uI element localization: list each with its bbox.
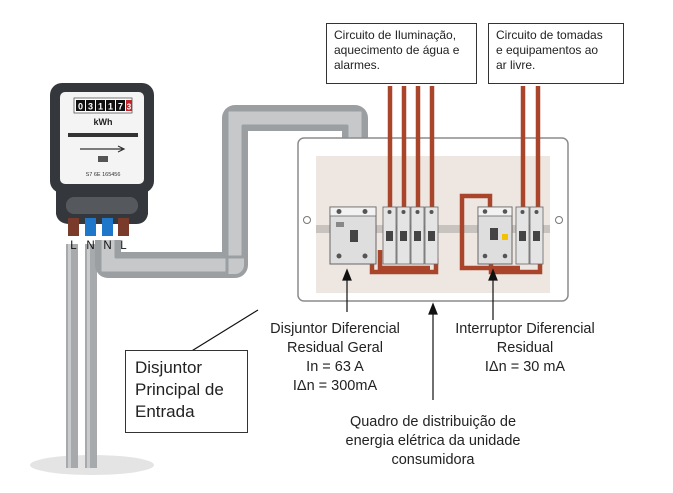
- service-cables: [66, 244, 97, 468]
- meter-serial: S7 6E 165456: [86, 172, 121, 178]
- meter-digit: 1: [108, 102, 113, 112]
- board-line: energia elétrica da unidade: [345, 433, 521, 449]
- outlets-circuit-callout: Circuito de tomadas e equipamentos ao ar…: [488, 23, 624, 84]
- general-rcbo-label: Disjuntor Diferencial Residual Geral In …: [250, 320, 420, 396]
- terminal-label: N: [103, 240, 111, 252]
- circuit-wires: [369, 86, 543, 275]
- terminal-label: N: [86, 240, 94, 252]
- terminal-label: L: [120, 240, 127, 252]
- meter-red-digit: 3: [127, 103, 132, 112]
- meter-digit: 0: [78, 102, 83, 112]
- meter-digit: 3: [88, 102, 93, 112]
- electricity-meter: 0 3 1 1 7 3 kWh S7 6E 165456 L N N L: [50, 83, 154, 252]
- general-rcbo-line: IΔn = 300mA: [292, 378, 378, 394]
- general-rcbo-line: In = 63 A: [306, 359, 364, 375]
- general-rcbo-device: [329, 206, 377, 265]
- main-breaker-label: Disjuntor Principal de Entrada: [125, 350, 248, 433]
- meter-digit: 1: [98, 102, 103, 112]
- meter-arrow-icon: [80, 145, 126, 153]
- test-button-icon: [502, 234, 508, 240]
- general-rcbo-line: Residual Geral: [287, 340, 383, 356]
- pointer-lines: [189, 268, 498, 400]
- rcd-line: IΔn = 30 mA: [484, 359, 566, 375]
- meter-digit: 7: [118, 102, 123, 112]
- general-rcbo-line: Disjuntor Diferencial: [270, 321, 400, 337]
- rcd-device: [477, 206, 513, 265]
- board-line: consumidora: [391, 452, 475, 468]
- meter-unit: kWh: [94, 117, 113, 127]
- rcd-label: Interruptor Diferencial Residual IΔn = 3…: [440, 320, 610, 377]
- board-line: Quadro de distribuição de: [349, 414, 517, 430]
- distribution-board-label: Quadro de distribuição de energia elétri…: [320, 413, 546, 470]
- outlet-breakers: [515, 206, 544, 265]
- lighting-breakers: [382, 206, 439, 265]
- meter-digits: 0 3 1 1 7 3: [76, 100, 132, 112]
- terminal-label: L: [70, 240, 77, 252]
- rcd-line: Residual: [496, 340, 554, 356]
- rcd-line: Interruptor Diferencial: [455, 321, 595, 337]
- lighting-circuit-callout: Circuito de Iluminação, aquecimento de á…: [326, 23, 477, 84]
